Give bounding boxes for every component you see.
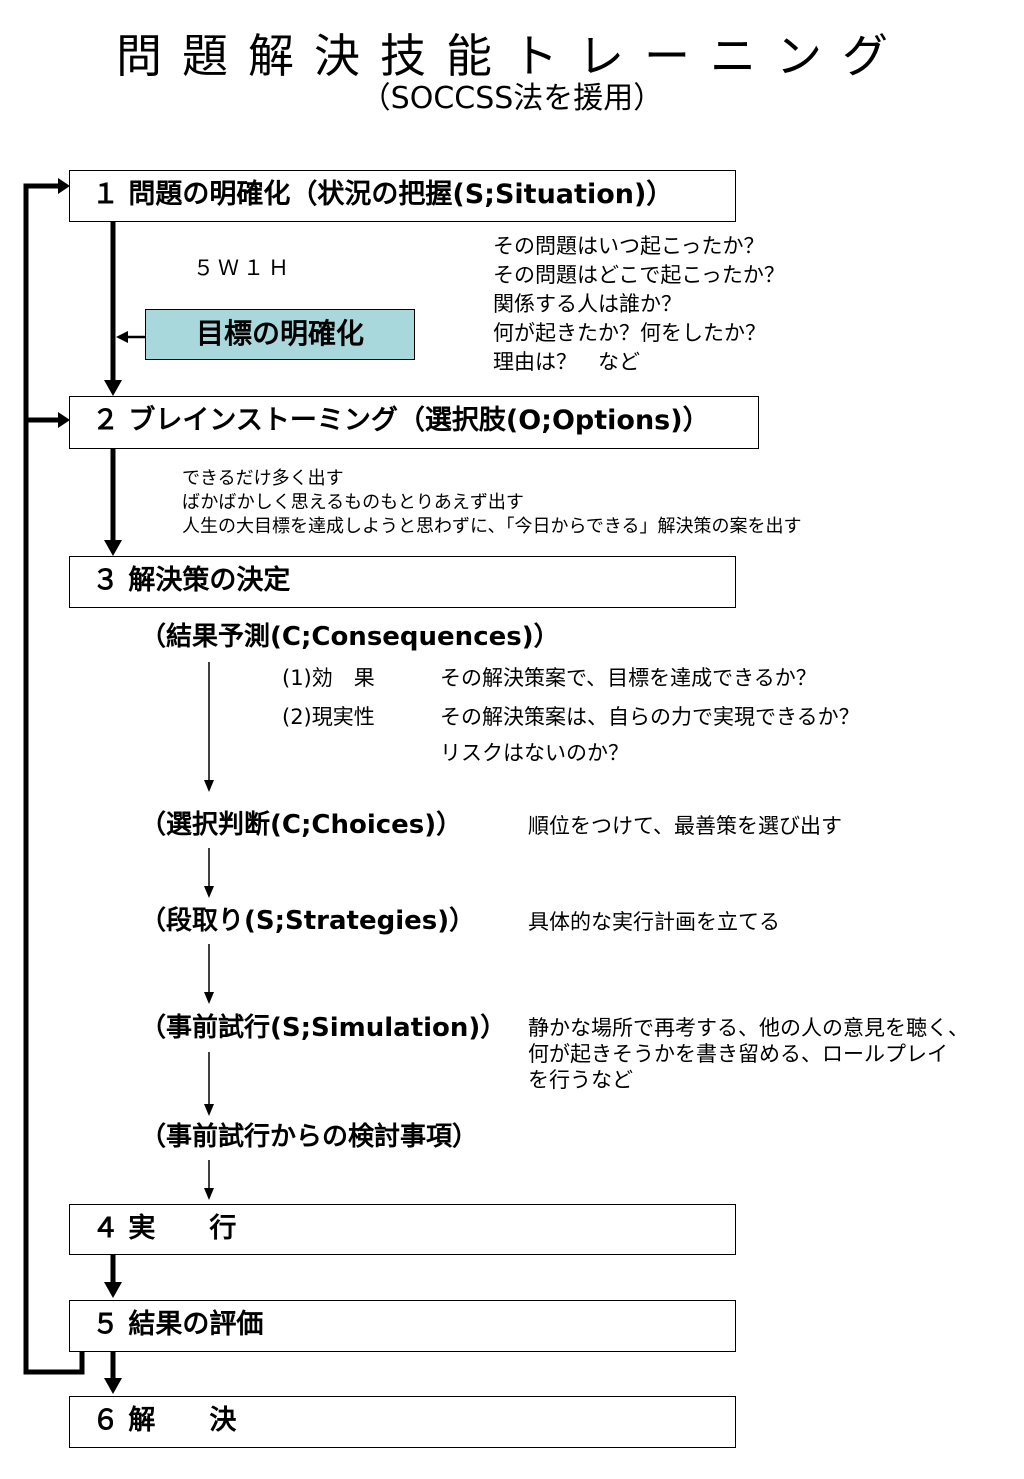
brainstorm-note-2: ばかばかしく思えるものもとりあえず出す xyxy=(182,492,524,513)
feedback-arrow-step2 xyxy=(58,412,70,428)
stage-consequences: （結果予測(C;Consequences)） xyxy=(140,622,560,652)
stage-review: （事前試行からの検討事項） xyxy=(140,1122,479,1152)
reality-question: その解決策案は、自らの力で実現できるか？ xyxy=(440,705,860,729)
step-4-box: ４ 実 行 xyxy=(69,1204,736,1255)
brainstorm-note-3: 人生の大目標を達成しようと思わずに、「今日からできる」解決策の案を出す xyxy=(182,516,802,537)
question-what: 何が起きたか？何をしたか？ xyxy=(493,321,766,345)
step-3-box: ３ 解決策の決定 xyxy=(69,556,736,608)
simulation-note-1: 静かな場所で再考する、他の人の意見を聴く、 xyxy=(528,1016,969,1040)
5w1h-label: ５Ｗ１Ｈ xyxy=(193,256,293,280)
step-1-box: １ 問題の明確化（状況の把握(S;Situation)） xyxy=(69,170,736,222)
stage-simulation: （事前試行(S;Simulation)） xyxy=(140,1013,507,1043)
choices-note: 順位をつけて、最善策を選び出す xyxy=(528,814,842,838)
question-where: その問題はどこで起こったか？ xyxy=(493,263,785,287)
feedback-arrow-step1 xyxy=(58,178,70,194)
strategies-note: 具体的な実行計画を立てる xyxy=(528,910,780,934)
effect-question: その解決策案で、目標を達成できるか？ xyxy=(440,666,817,690)
step-2-box: ２ ブレインストーミング（選択肢(O;Options)） xyxy=(69,396,759,449)
question-who: 関係する人は誰か？ xyxy=(493,292,682,316)
simulation-note-3: を行うなど xyxy=(528,1068,633,1092)
page-subtitle: （SOCCSS法を援用） xyxy=(360,81,664,116)
stage-choices: （選択判断(C;Choices)） xyxy=(140,810,463,840)
brainstorm-note-1: できるだけ多く出す xyxy=(182,468,344,489)
question-why: 理由は？ など xyxy=(493,350,640,374)
risk-question: リスクはないのか？ xyxy=(440,741,629,765)
page-title: 問題解決技能トレーニング xyxy=(116,29,908,83)
effect-label: (1)効 果 xyxy=(282,666,375,690)
step-6-box: ６ 解 決 xyxy=(69,1396,736,1448)
step-5-box: ５ 結果の評価 xyxy=(69,1300,736,1352)
goal-clarification-box: 目標の明確化 xyxy=(145,309,415,360)
question-when: その問題はいつ起こったか？ xyxy=(493,234,765,258)
simulation-note-2: 何が起きそうかを書き留める、ロールプレイ xyxy=(528,1042,948,1066)
reality-label: (2)現実性 xyxy=(282,705,375,729)
feedback-loop-line xyxy=(23,183,85,1375)
stage-strategies: （段取り(S;Strategies)） xyxy=(140,906,476,936)
